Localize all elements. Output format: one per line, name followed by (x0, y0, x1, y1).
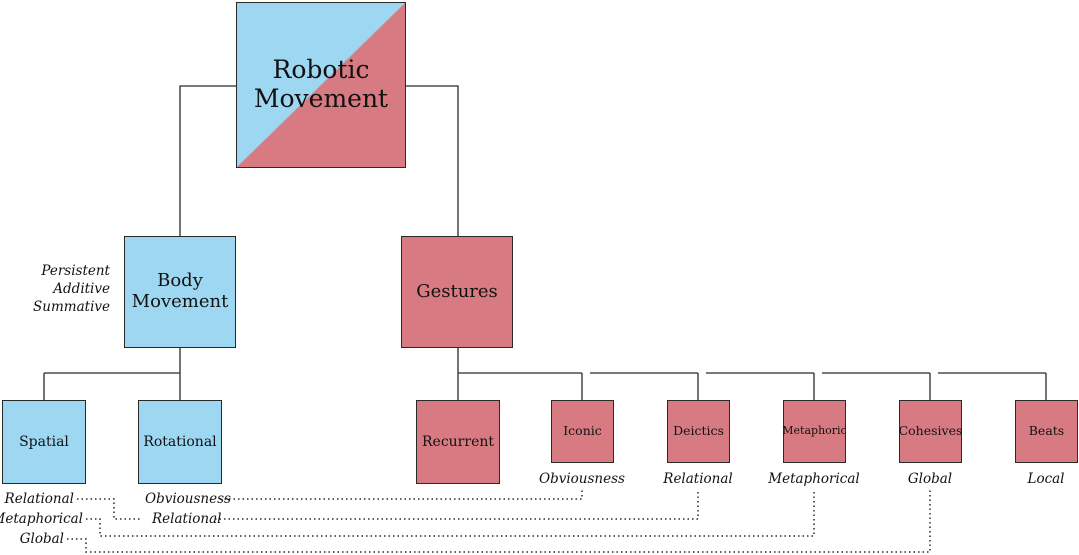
metaphoric-node: Metaphoric (782, 400, 847, 463)
beats-local-label: Local (1027, 471, 1065, 487)
iconic-label: Iconic (563, 423, 602, 439)
connector-root-body (179, 85, 236, 236)
dotted-link-obviousness (220, 489, 583, 500)
property-summative: Summative (33, 299, 110, 316)
connector-root-gestures (406, 85, 459, 236)
cohesives-label: Cohesives (898, 423, 963, 439)
dotted-link-global (67, 489, 931, 553)
spatial-relational-label: Relational (4, 491, 74, 507)
dotted-link-relational (77, 498, 140, 520)
dotted-link-relational-2 (215, 489, 699, 520)
beats-node: Beats (1015, 400, 1078, 463)
body-movement-line2: Movement (131, 291, 229, 312)
spatial-metaphorical-label: Metaphorical (0, 511, 83, 527)
rotational-label: Rotational (143, 433, 217, 450)
spatial-global-label: Global (19, 531, 64, 547)
metaphoric-metaphorical-label: Metaphorical (768, 471, 860, 487)
metaphoric-label: Metaphoric (782, 424, 847, 438)
property-additive: Additive (53, 281, 110, 298)
rotational-relational-label: Relational (152, 511, 222, 527)
robotic-movement-line2: Movement (253, 84, 389, 113)
beats-label: Beats (1028, 423, 1065, 439)
deictics-relational-label: Relational (663, 471, 733, 487)
spatial-label: Spatial (19, 433, 69, 450)
recurrent-label: Recurrent (422, 433, 494, 450)
robotic-movement-node: Robotic Movement (236, 2, 406, 168)
dotted-link-metaphorical (86, 489, 815, 537)
cohesives-node: Cohesives (899, 400, 962, 463)
property-persistent: Persistent (41, 263, 110, 279)
spatial-node: Spatial (2, 400, 86, 484)
iconic-node: Iconic (551, 400, 614, 463)
body-movement-line1: Body (157, 270, 203, 292)
deictics-node: Deictics (667, 400, 730, 463)
cohesives-global-label: Global (907, 471, 953, 487)
iconic-obviousness-label: Obviousness (539, 471, 625, 487)
deictics-label: Deictics (673, 423, 724, 439)
robotic-movement-line1: Robotic (272, 55, 370, 85)
recurrent-node: Recurrent (416, 400, 500, 484)
gestures-label: Gestures (416, 280, 498, 302)
rotational-obviousness-label: Obviousness (145, 491, 231, 507)
body-movement-node: Body Movement (124, 236, 236, 348)
gestures-node: Gestures (401, 236, 513, 348)
body-movement-properties: Persistent Additive Summative (30, 262, 110, 317)
rotational-node: Rotational (138, 400, 222, 484)
